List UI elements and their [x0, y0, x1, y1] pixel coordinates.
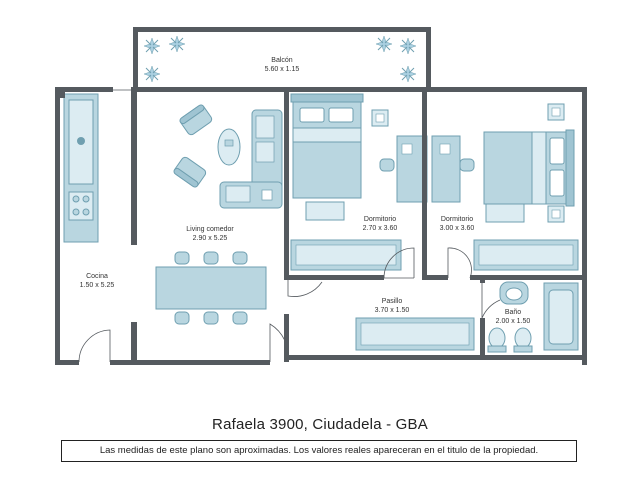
room-size-pasillo: 3.70 x 1.50 — [375, 307, 410, 314]
armchair-icon — [179, 104, 213, 136]
desk-icon — [431, 135, 475, 203]
plant-icon — [143, 37, 161, 55]
plant-icon — [375, 35, 393, 53]
kitchen-counter — [63, 93, 99, 243]
rug-icon — [305, 201, 345, 221]
desk-icon — [379, 135, 428, 203]
bidet-icon — [513, 327, 533, 353]
disclaimer-box: Las medidas de este plano son aproximada… — [61, 440, 577, 462]
room-size-dormitorio-1: 2.70 x 3.60 — [363, 225, 398, 232]
room-name-bano: Baño — [505, 309, 521, 316]
bed-icon — [290, 93, 364, 199]
chair-icon — [379, 158, 395, 172]
armchair-icon — [173, 156, 207, 188]
room-size-living: 2.90 x 5.25 — [193, 235, 228, 242]
room-name-cocina: Cocina — [86, 273, 108, 280]
bathtub-icon — [543, 282, 579, 351]
rug-icon — [485, 203, 525, 223]
room-size-bano: 2.00 x 1.50 — [496, 318, 531, 325]
room-size-cocina: 1.50 x 5.25 — [80, 282, 115, 289]
plant-icon — [399, 37, 417, 55]
toilet-icon — [487, 327, 507, 353]
room-size-balcon: 5.60 x 1.15 — [265, 66, 300, 73]
coffee-table — [217, 128, 241, 166]
room-name-living: Living comedor — [186, 226, 234, 233]
property-title: Rafaela 3900, Ciudadela - GBA — [212, 416, 428, 433]
bed-icon — [483, 129, 575, 207]
door-icon — [78, 89, 501, 363]
plant-icon — [168, 35, 186, 53]
plant-icon — [143, 65, 161, 83]
room-name-dormitorio-1: Dormitorio — [364, 216, 396, 223]
room-name-balcon: Balcón — [271, 57, 293, 64]
floor-plan: Balcón 5.60 x 1.15 Living comedor 2.90 x… — [55, 27, 587, 365]
chair-icon — [459, 158, 475, 172]
room-size-dormitorio-2: 3.00 x 3.60 — [440, 225, 475, 232]
room-name-pasillo: Pasillo — [382, 298, 403, 305]
plant-icon — [399, 65, 417, 83]
stove-icon — [68, 191, 94, 221]
dining-table-icon — [155, 251, 267, 325]
sofa-icon — [219, 109, 283, 209]
sink-icon — [499, 281, 529, 305]
walls — [55, 27, 587, 365]
room-name-dormitorio-2: Dormitorio — [441, 216, 473, 223]
